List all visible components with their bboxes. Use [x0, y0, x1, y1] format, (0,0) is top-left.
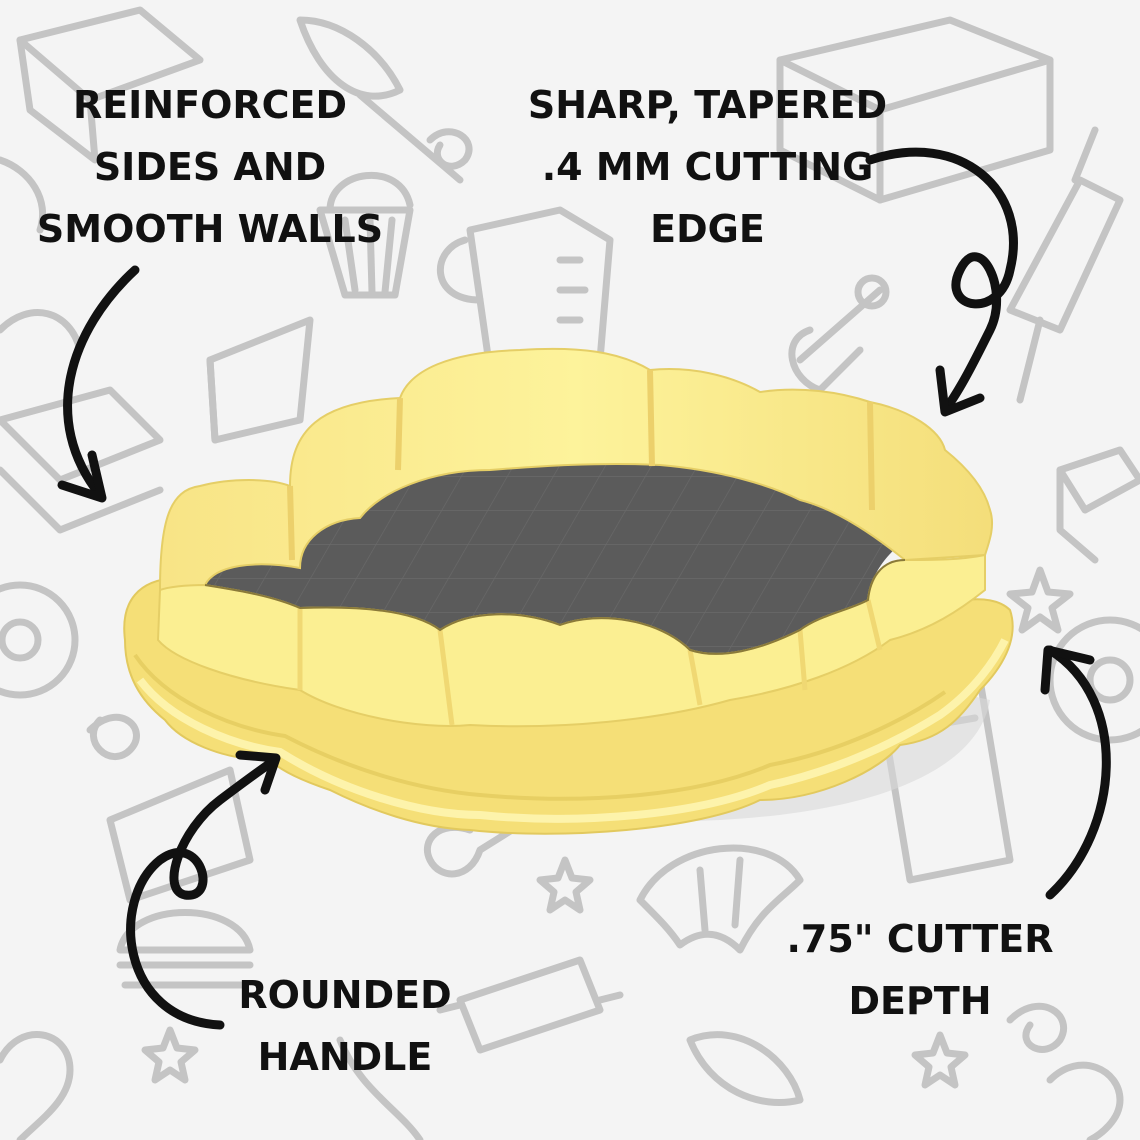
wall-edge	[297, 599, 883, 726]
handle-ridge	[136, 638, 1009, 823]
callout-line: SHARP, TAPERED	[527, 83, 888, 127]
rolling-pin-icon	[436, 956, 624, 1054]
callout-line: DEPTH	[848, 979, 992, 1023]
donut-icon	[0, 581, 79, 699]
callout-line: ROUNDED	[238, 973, 452, 1017]
arrow-rounded-handle	[126, 750, 281, 1030]
cake-icon	[16, 6, 204, 164]
cutting-edge-rim	[204, 559, 906, 655]
butter-icon	[0, 386, 164, 534]
cutter-back-wall	[158, 347, 994, 592]
callout-line: SIDES AND	[93, 145, 327, 189]
swirl-icon	[86, 128, 1068, 1053]
callout-sharp-edge: SHARP, TAPERED .4 MM CUTTING EDGE	[505, 74, 910, 260]
heart-icon	[0, 1031, 1124, 1140]
syringe-icon	[788, 274, 890, 394]
wall-highlight	[287, 369, 875, 561]
butter-icon	[1056, 446, 1140, 564]
arrow-reinforced-sides	[57, 265, 140, 503]
measuring-jug-icon	[437, 206, 614, 374]
croissant-icon	[0, 156, 84, 354]
callout-line: REINFORCED	[72, 83, 348, 127]
callout-rounded-handle: ROUNDED HANDLE	[215, 964, 475, 1088]
callout-cutter-depth: .75" CUTTER DEPTH	[770, 908, 1070, 1032]
handle-ridge	[133, 653, 947, 801]
cake-slice-icon	[206, 316, 314, 444]
star-icon	[1006, 566, 1074, 634]
callout-line: SMOOTH WALLS	[36, 207, 384, 251]
callout-line: .75" CUTTER	[786, 917, 1054, 961]
arrow-sharp-edge	[865, 147, 1018, 417]
croissant-icon	[636, 844, 804, 954]
cupcake-icon	[316, 171, 414, 299]
cutter-inner-grid	[205, 463, 905, 654]
callout-line: HANDLE	[257, 1035, 433, 1079]
callout-line: .4 MM CUTTING	[541, 145, 874, 189]
callout-reinforced-sides: REINFORCED SIDES AND SMOOTH WALLS	[20, 74, 400, 260]
star-icon	[141, 856, 969, 1089]
arrow-cutter-depth	[1040, 645, 1111, 900]
whisk-icon	[336, 1031, 804, 1140]
rolling-pin-icon	[1006, 126, 1124, 404]
cake-slice-icon	[106, 766, 254, 904]
callout-line: EDGE	[650, 207, 765, 251]
